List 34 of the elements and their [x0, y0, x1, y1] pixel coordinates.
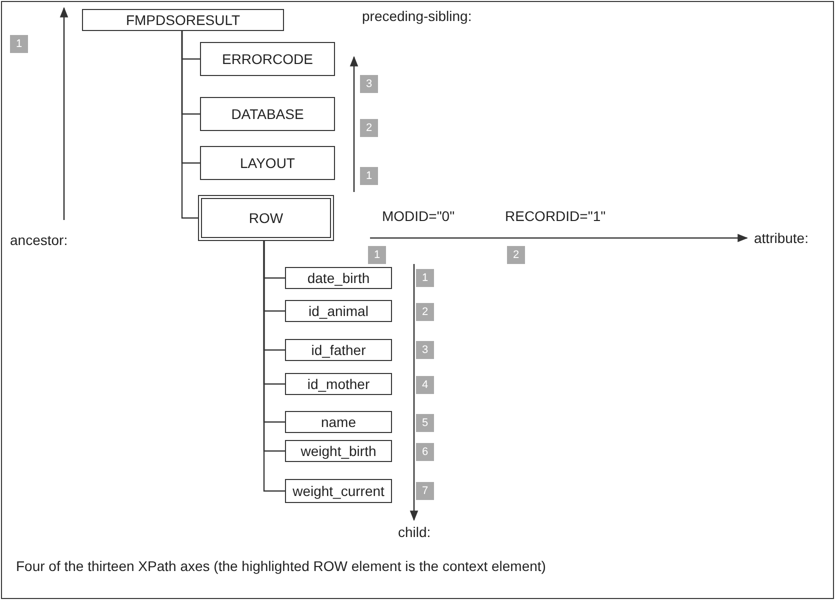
- element-box: id_animal: [285, 300, 392, 322]
- number-badge: 3: [416, 341, 434, 359]
- axis-label: RECORDID="1": [505, 208, 606, 224]
- number-badge: 5: [416, 414, 434, 432]
- caption: Four of the thirteen XPath axes (the highlighted ROW element is the context element): [16, 558, 546, 574]
- element-box: id_mother: [285, 373, 392, 395]
- tree-connector: [181, 31, 198, 219]
- number-badge: 2: [416, 303, 434, 321]
- highlighted-element-box: ROW: [198, 195, 334, 241]
- number-badge: 2: [507, 246, 525, 264]
- axis-label: ancestor:: [10, 232, 68, 248]
- number-badge: 1: [416, 269, 434, 287]
- element-box: FMPDSORESULT: [82, 9, 284, 31]
- axis-label: attribute:: [754, 230, 808, 246]
- number-badge: 1: [360, 167, 378, 185]
- element-box: weight_birth: [285, 440, 392, 462]
- element-box: weight_current: [285, 479, 392, 503]
- number-badge: 4: [416, 376, 434, 394]
- element-box: ERRORCODE: [200, 42, 335, 76]
- axis-label: preceding-sibling:: [362, 8, 472, 24]
- element-box: name: [285, 411, 392, 433]
- number-badge: 1: [10, 35, 28, 53]
- element-box: LAYOUT: [200, 146, 335, 180]
- axis-label: MODID="0": [382, 208, 455, 224]
- number-badge: 3: [360, 75, 378, 93]
- element-box: DATABASE: [200, 97, 335, 131]
- number-badge: 7: [416, 482, 434, 500]
- axis-label: child:: [398, 524, 431, 540]
- number-badge: 6: [416, 443, 434, 461]
- number-badge: 2: [360, 119, 378, 137]
- number-badge: 1: [368, 246, 386, 264]
- element-box: date_birth: [285, 267, 392, 289]
- tree-connector: [263, 241, 285, 492]
- element-box: id_father: [285, 339, 392, 361]
